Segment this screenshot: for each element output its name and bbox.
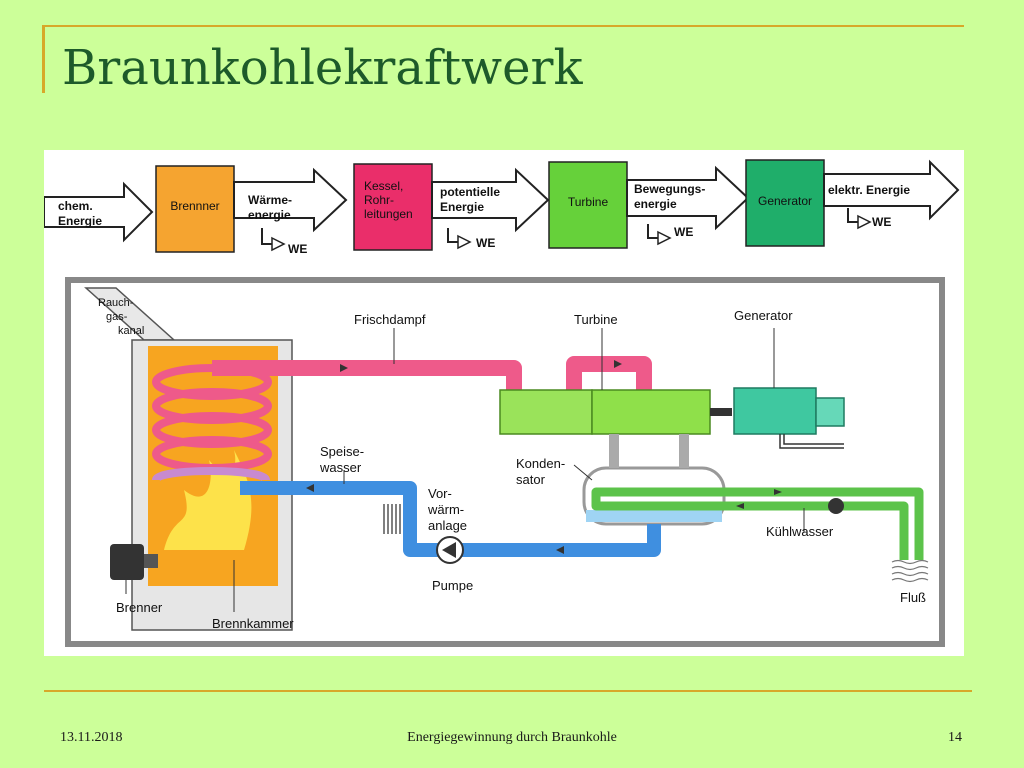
turbine-stage-1 bbox=[499, 389, 593, 435]
flow-arrow-3-line1: potentielle bbox=[440, 185, 500, 199]
loss-label-3: WE bbox=[674, 225, 693, 239]
turbine-stage-2 bbox=[591, 389, 711, 435]
reheat-flow-arrow bbox=[614, 360, 622, 368]
flow-box-boiler-line1: Kessel, bbox=[364, 179, 403, 193]
reheat-line bbox=[566, 356, 652, 398]
label-konden-1: Konden- bbox=[516, 456, 565, 471]
label-rauchgas-2: gas- bbox=[106, 311, 128, 323]
label-rauchgas-1: Rauch- bbox=[98, 297, 134, 309]
label-rauchgas-3: kanal bbox=[118, 325, 144, 337]
label-frischdampf: Frischdampf bbox=[354, 312, 426, 327]
flow-arrow-1-line1: chem. bbox=[58, 199, 93, 213]
flow-arrow-2 bbox=[233, 167, 348, 233]
cooling-flow-arrow-1 bbox=[774, 489, 782, 495]
loss-arrow-2-head bbox=[457, 234, 472, 250]
flow-arrow-2-line1: Wärme- bbox=[248, 193, 292, 207]
leader-lines bbox=[125, 328, 805, 612]
power-plant-diagram: chem. Energie Brennner Wärme- energie WE… bbox=[44, 150, 964, 656]
flow-box-boiler-line3: leitungen bbox=[364, 207, 413, 221]
energy-flow-chain: chem. Energie Brennner Wärme- energie WE… bbox=[44, 159, 960, 256]
loss-arrow-3-head bbox=[657, 230, 672, 246]
flow-box-generator bbox=[745, 159, 825, 247]
slide-title: Braunkohlekraftwerk bbox=[62, 40, 583, 96]
label-speise-2: wasser bbox=[319, 460, 362, 475]
feed-pump-arrow bbox=[442, 542, 456, 558]
label-brennkammer: Brennkammer bbox=[212, 616, 294, 631]
preheater-icon bbox=[383, 504, 401, 534]
cooling-pump-icon bbox=[828, 498, 844, 514]
label-speise-1: Speise- bbox=[320, 444, 364, 459]
feedwater-line bbox=[240, 481, 661, 557]
footer-title: Energiegewinnung durch Braunkohle bbox=[407, 730, 617, 745]
flow-box-boiler-line2: Rohr- bbox=[364, 193, 394, 207]
label-pumpe: Pumpe bbox=[432, 578, 473, 593]
label-brenner: Brenner bbox=[116, 600, 163, 615]
loss-label-1: WE bbox=[288, 242, 307, 256]
flow-box-boiler bbox=[353, 163, 433, 251]
label-fluss: Fluß bbox=[900, 590, 926, 605]
top-rule bbox=[44, 25, 964, 27]
plant-schematic: Rauch- gas- kanal Frischdampf Turbine Ge… bbox=[65, 277, 945, 647]
label-kuehlwasser: Kühlwasser bbox=[766, 524, 834, 539]
power-output-lines-2 bbox=[779, 434, 844, 449]
flow-arrow-1-line2: Energie bbox=[58, 214, 102, 228]
flow-arrow-4 bbox=[626, 165, 750, 231]
label-konden-2: sator bbox=[516, 472, 546, 487]
burner-nozzle bbox=[144, 554, 158, 568]
feedwater-flow-arrow bbox=[306, 484, 314, 492]
bottom-rule bbox=[44, 690, 972, 692]
label-generator: Generator bbox=[734, 308, 793, 323]
flow-box-turbine bbox=[548, 161, 628, 249]
label-vorw-2: wärm- bbox=[427, 502, 464, 517]
flow-arrow-4-line1: Bewegungs- bbox=[634, 182, 705, 196]
turbine-shaft bbox=[710, 408, 732, 416]
flow-arrow-2-line2: energie bbox=[248, 208, 291, 222]
river-icon bbox=[891, 559, 929, 583]
cooling-water-loop bbox=[591, 487, 924, 560]
label-turbine: Turbine bbox=[574, 312, 618, 327]
label-vorw-3: anlage bbox=[428, 518, 467, 533]
loss-label-4: WE bbox=[872, 215, 891, 229]
flow-arrow-3-line2: Energie bbox=[440, 200, 484, 214]
flow-arrow-5-line1: elektr. Energie bbox=[828, 183, 910, 197]
flow-arrow-4-line2: energie bbox=[634, 197, 677, 211]
condenser-water bbox=[586, 510, 722, 522]
left-accent-rule bbox=[42, 25, 45, 93]
flow-arrow-3 bbox=[431, 167, 550, 233]
flow-box-generator-label: Generator bbox=[758, 194, 812, 208]
flow-arrow-5 bbox=[823, 159, 960, 221]
loss-label-2: WE bbox=[476, 236, 495, 250]
flow-arrow-1 bbox=[44, 181, 154, 243]
power-output-lines bbox=[783, 434, 844, 445]
generator-end bbox=[815, 397, 845, 427]
preheat-coil bbox=[152, 467, 270, 484]
loss-arrow-1-head bbox=[271, 236, 286, 252]
label-vorw-1: Vor- bbox=[428, 486, 452, 501]
steam-flow-arrow bbox=[340, 364, 348, 372]
burner-icon bbox=[110, 544, 144, 580]
loss-arrow-4-head bbox=[857, 214, 872, 230]
flow-box-turbine-label: Turbine bbox=[568, 195, 609, 209]
generator-body bbox=[733, 387, 817, 435]
steam-line bbox=[212, 360, 522, 398]
footer-page-number: 14 bbox=[948, 730, 962, 745]
feedwater-flow-arrow-2 bbox=[556, 546, 564, 554]
flow-box-burner-label: Brennner bbox=[170, 199, 219, 213]
footer-date: 13.11.2018 bbox=[60, 730, 123, 745]
cooling-flow-arrow-2 bbox=[736, 503, 744, 509]
